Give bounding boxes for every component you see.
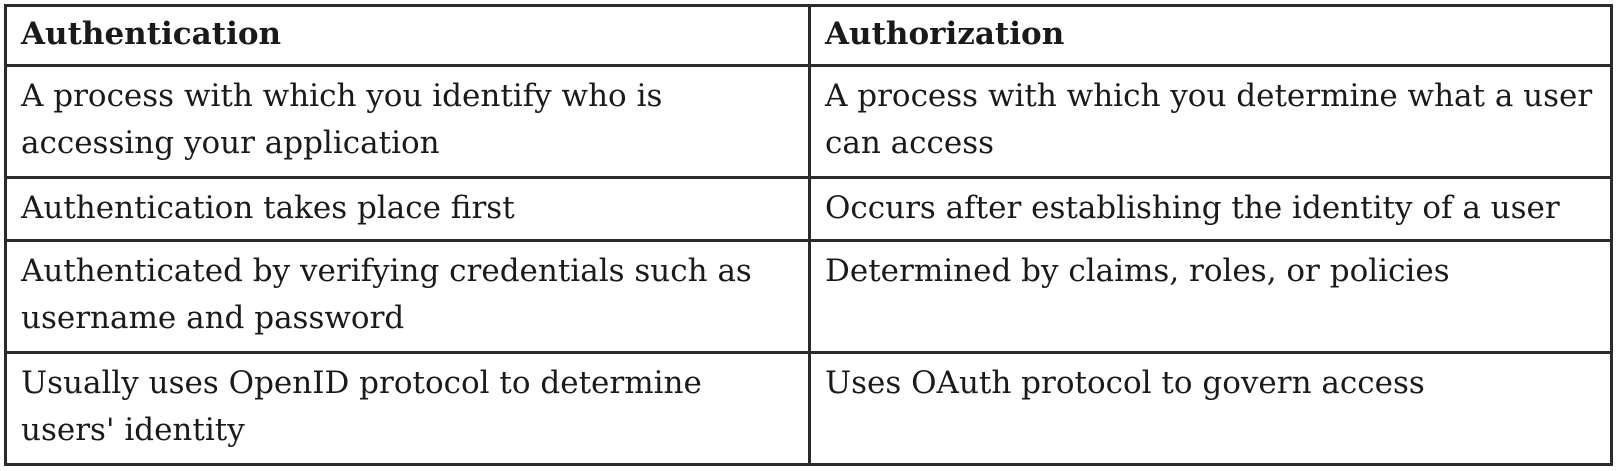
table-cell-authorization: Occurs after establishing the identity o… xyxy=(808,175,1613,243)
table-cell-authorization: A process with which you determine what … xyxy=(808,64,1613,179)
table-header-row: Authentication Authorization xyxy=(4,4,1613,67)
column-header-authentication: Authentication xyxy=(4,4,811,67)
table-row: Authentication takes place first Occurs … xyxy=(4,175,1613,243)
table-cell-authentication: Authentication takes place first xyxy=(4,175,811,243)
table-row: A process with which you identify who is… xyxy=(4,64,1613,179)
comparison-table-container: Authentication Authorization A process w… xyxy=(4,4,1613,466)
table-cell-authentication: Usually uses OpenID protocol to determin… xyxy=(4,351,811,466)
column-header-authorization: Authorization xyxy=(808,4,1613,67)
table-cell-authentication: Authenticated by verifying credentials s… xyxy=(4,239,811,355)
table-row: Authenticated by verifying credentials s… xyxy=(4,239,1613,355)
table-cell-authorization: Uses OAuth protocol to govern access xyxy=(808,351,1613,466)
table-row: Usually uses OpenID protocol to determin… xyxy=(4,351,1613,466)
table-cell-authorization: Determined by claims, roles, or policies xyxy=(808,239,1613,355)
table-cell-authentication: A process with which you identify who is… xyxy=(4,64,811,179)
comparison-table: Authentication Authorization A process w… xyxy=(4,4,1613,466)
